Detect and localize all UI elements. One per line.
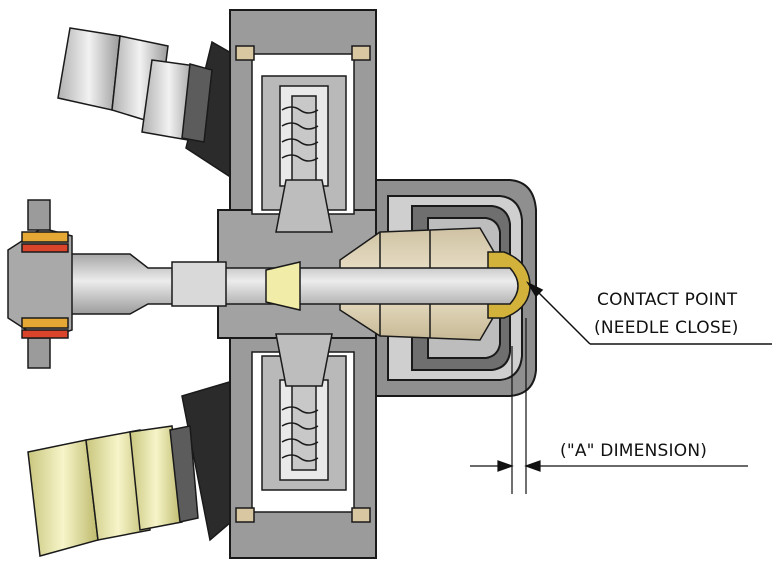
upper-fitting [57,27,241,180]
lower-cavity [235,333,371,523]
needle-stem [59,253,519,315]
upper-cavity [235,45,371,233]
a-dimension-label: ("A" DIMENSION) [560,441,708,461]
needle-close-label: (NEEDLE CLOSE) [594,318,739,338]
lower-fitting [27,378,239,557]
contact-point-label: CONTACT POINT [597,290,738,310]
contact-point-leader [525,281,772,345]
a-dimension-marker [470,318,748,494]
electrical-terminal [7,199,73,369]
